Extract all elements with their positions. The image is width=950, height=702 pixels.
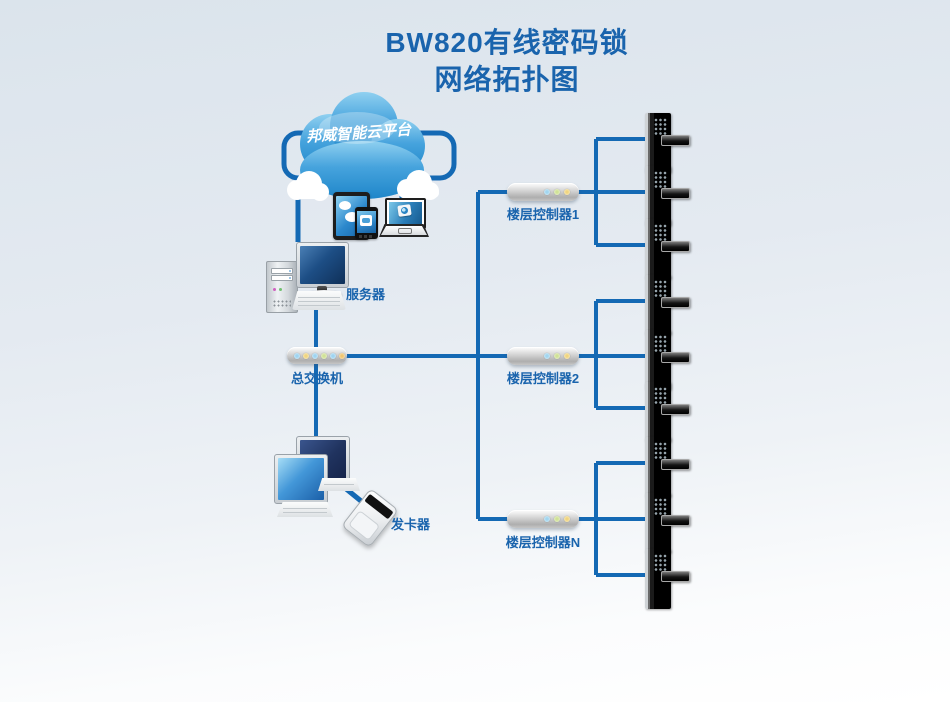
title-line-2: 网络拓扑图: [434, 64, 580, 95]
cloud-platform: 邦威智能云平台: [287, 92, 439, 201]
door-lock-4: [645, 275, 690, 335]
cloud-shape: [300, 92, 425, 199]
floor-controller-2: [507, 347, 579, 365]
floor-controller-1-label: 楼层控制器1: [506, 207, 580, 222]
smartphone-device: [355, 207, 378, 239]
title-line-1: BW820有线密码锁: [385, 27, 629, 58]
monitor-stand: [317, 286, 327, 292]
led-dot: [303, 352, 309, 359]
chat-bubble-icon: [345, 212, 359, 222]
server-label: 服务器: [346, 287, 386, 302]
laptop-logo-icon: [397, 204, 412, 217]
phone-buttons: [359, 235, 374, 238]
card-issuer-label: 发卡器: [391, 517, 431, 532]
main-switch-label: 总交换机: [290, 371, 343, 386]
controller-led-lights: [544, 189, 570, 195]
floor-controller-2-label: 楼层控制器2: [506, 371, 580, 386]
door-lock-5: [645, 330, 690, 390]
led-dot: [564, 516, 570, 522]
workstation-keyboard-front: [277, 502, 333, 517]
led-dot: [339, 352, 345, 359]
cloud-app-icon: [360, 215, 372, 226]
led-dot: [312, 352, 318, 359]
led-dot: [321, 352, 327, 359]
led-dot: [294, 352, 300, 359]
door-lock-2: [645, 166, 690, 226]
led-dot: [564, 353, 570, 359]
door-lock-8: [645, 493, 690, 553]
door-lock-9: [645, 549, 690, 609]
page-title: BW820有线密码锁 网络拓扑图: [307, 24, 707, 98]
door-lock-6: [645, 382, 690, 442]
controller-led-lights: [544, 516, 570, 522]
floor-controller-n-label: 楼层控制器N: [505, 535, 581, 550]
floor-controller-n: [507, 510, 579, 528]
door-lock-7: [645, 437, 690, 497]
controller-led-lights: [544, 353, 570, 359]
led-dot: [564, 189, 570, 195]
floor-controller-1: [507, 183, 579, 201]
door-lock-1: [645, 113, 690, 173]
server-monitor: [296, 242, 349, 288]
chat-bubble-icon: [339, 201, 351, 210]
led-dot: [544, 189, 550, 195]
laptop-device: [385, 198, 426, 229]
server-keyboard: [292, 291, 346, 310]
workstation-keyboard-back: [318, 478, 360, 491]
laptop-base: [379, 224, 429, 237]
door-lock-3: [645, 219, 690, 279]
mini-cloud-right: [397, 170, 439, 200]
main-switch: [287, 347, 347, 364]
led-dot: [330, 352, 336, 359]
led-dot: [554, 516, 560, 522]
led-dot: [544, 516, 550, 522]
led-dot: [554, 189, 560, 195]
workstation-monitor-front: [274, 454, 328, 504]
mini-cloud-left: [287, 171, 329, 201]
led-dot: [544, 353, 550, 359]
switch-led-lights: [294, 352, 345, 359]
led-dot: [554, 353, 560, 359]
server-tower: [266, 261, 298, 313]
